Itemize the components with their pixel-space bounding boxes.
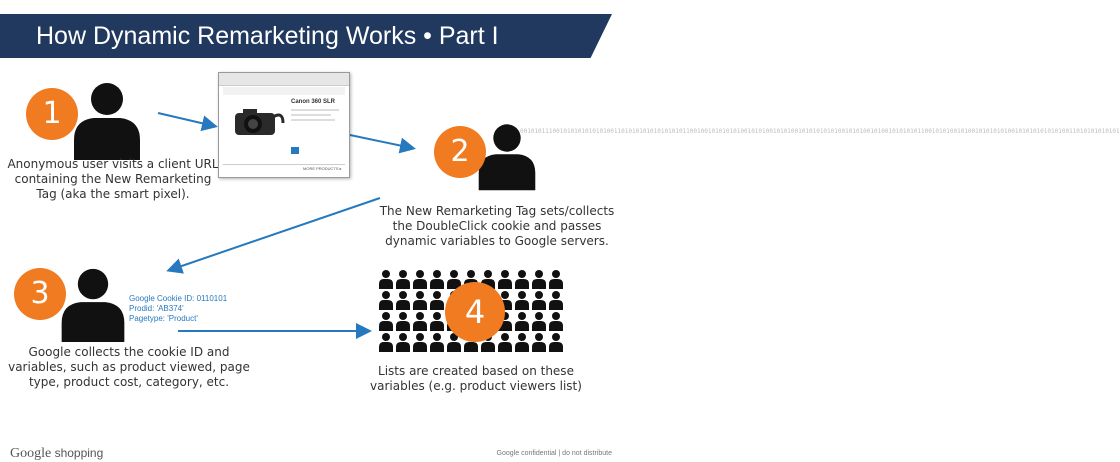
crowd-person-icon [379,333,393,352]
person-icon-step-3 [61,268,125,342]
crowd-person-icon [379,291,393,310]
google-shopping-logo: Google shopping [10,446,104,461]
more-products-link: MORE PRODUCTS ▸ [303,166,342,171]
cart-icon [291,147,299,154]
flow-arrows [157,112,416,339]
crowd-person-icon [396,312,410,331]
crowd-person-icon [532,291,546,310]
crowd-person-icon [498,270,512,289]
step-1-description: Anonymous user visits a client URL conta… [7,157,219,201]
crowd-person-icon [379,270,393,289]
crowd-person-icon [430,291,444,310]
arrow-2-to-3 [166,197,381,274]
camera-icon [235,109,285,135]
confidential-note: Google confidential | do not distribute [496,450,612,457]
crowd-person-icon [413,270,427,289]
cookie-variables: Google Cookie ID: 0110101 Prodid: 'AB374… [129,294,228,323]
crowd-person-icon [430,333,444,352]
arrow-1-to-site [157,112,218,132]
crowd-person-icon [532,333,546,352]
step-3-description: Google collects the cookie ID and variab… [8,345,250,389]
crowd-person-icon [430,270,444,289]
crowd-person-icon [430,312,444,331]
step-2-badge: 2 [434,126,486,178]
crowd-person-icon [379,312,393,331]
crowd-person-icon [413,333,427,352]
client-website-screenshot: Canon 360 SLR MORE PRODUCTS ▸ [218,72,350,178]
crowd-person-icon [515,291,529,310]
binary-code-background: 0010101110010101010101010011010101010101… [520,128,1120,135]
arrow-site-to-2 [349,134,416,154]
crowd-person-icon [532,270,546,289]
title-banner: How Dynamic Remarketing Works • Part I [0,14,612,58]
step-1-badge: 1 [26,88,78,140]
step-4-badge: 4 [445,282,505,342]
crowd-person-icon [498,333,512,352]
step-4-description: Lists are created based on these variabl… [370,364,582,393]
crowd-person-icon [515,333,529,352]
crowd-person-icon [549,291,563,310]
crowd-person-icon [549,270,563,289]
person-icon-step-1 [74,83,140,160]
crowd-person-icon [396,333,410,352]
crowd-person-icon [515,312,529,331]
crowd-person-icon [549,312,563,331]
crowd-person-icon [413,291,427,310]
step-2-description: The New Remarketing Tag sets/collects th… [379,204,615,248]
crowd-person-icon [549,333,563,352]
page-title: How Dynamic Remarketing Works • Part I [36,22,499,50]
crowd-person-icon [396,291,410,310]
product-title: Canon 360 SLR [291,99,336,105]
crowd-person-icon [396,270,410,289]
person-icon-step-2 [478,124,536,191]
crowd-person-icon [413,312,427,331]
crowd-person-icon [515,270,529,289]
crowd-person-icon [532,312,546,331]
step-3-badge: 3 [14,268,66,320]
